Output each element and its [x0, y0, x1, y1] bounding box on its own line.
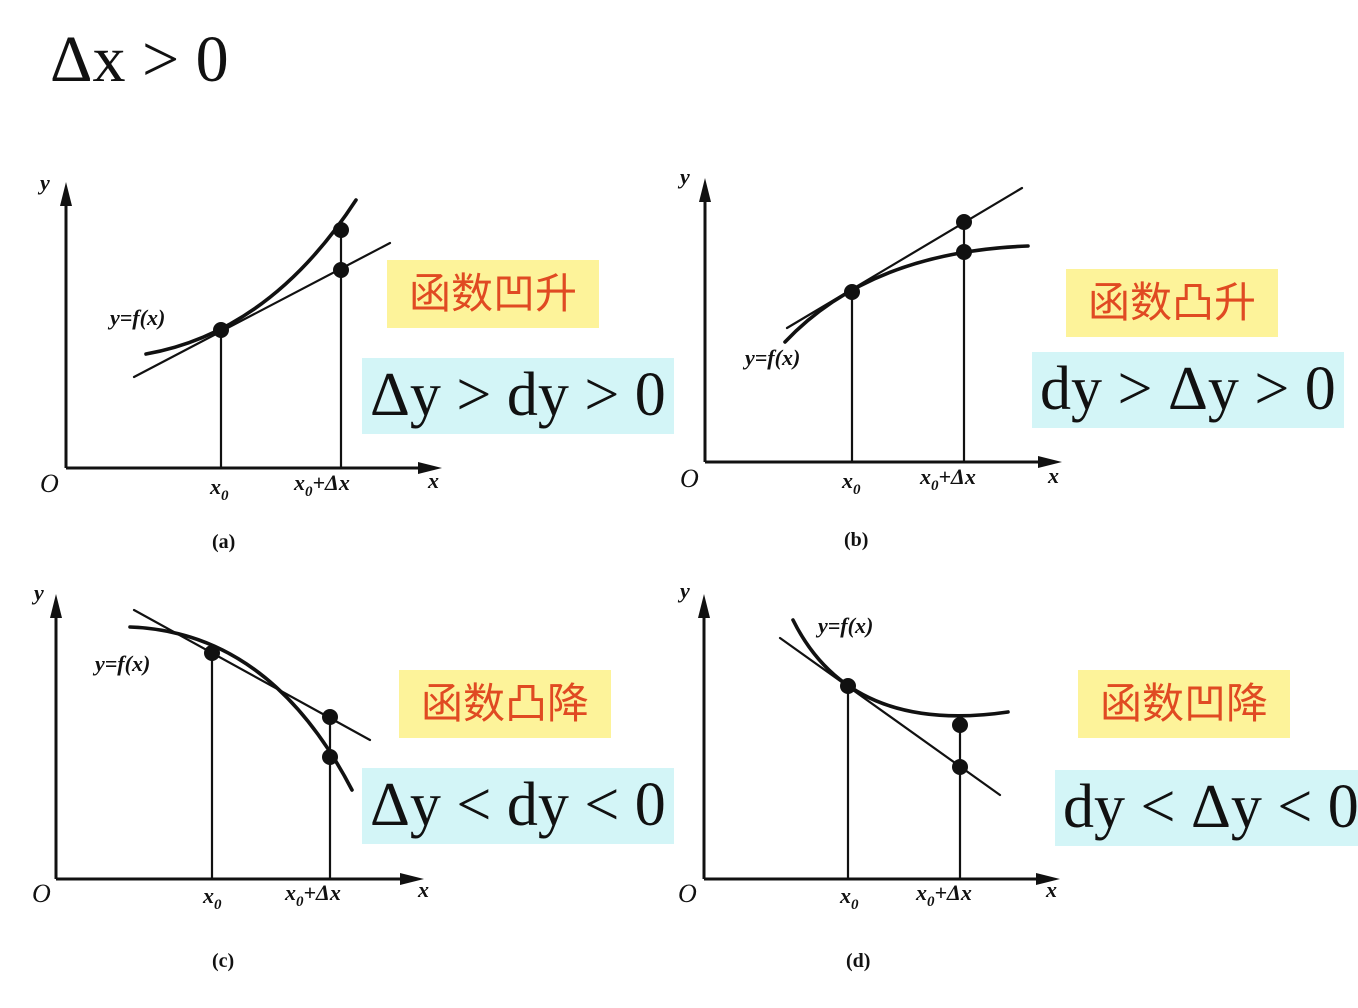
x-axis-label: x	[417, 877, 429, 902]
tick-x1: x0+Δx	[284, 880, 341, 910]
caption: (c)	[212, 950, 234, 972]
tangent-line	[785, 186, 1024, 330]
curve-label: y=f(x)	[92, 651, 150, 676]
x-axis-label: x	[427, 468, 439, 493]
point-tangent-x1	[956, 214, 972, 230]
relation-label: Δy > dy > 0	[362, 358, 674, 434]
x-axis-arrow	[418, 462, 442, 474]
x-axis-arrow	[1038, 456, 1062, 468]
curve-f	[791, 618, 1010, 718]
graph-d: y O x y=f(x) x0 x0+Δx (d)	[677, 578, 1060, 972]
point-curve-x1	[956, 244, 972, 260]
caption: (d)	[846, 950, 870, 972]
curve-label: y=f(x)	[742, 345, 800, 370]
curve-label: y=f(x)	[107, 305, 165, 330]
point-tangent-x1	[333, 262, 349, 278]
tick-x1: x0+Δx	[915, 880, 972, 910]
graph-b: y O x y=f(x) x0 x0+Δx (b)	[677, 164, 1062, 551]
origin-label: O	[40, 469, 59, 498]
caption: (a)	[212, 531, 235, 553]
point-curve-x1	[333, 222, 349, 238]
point-x0	[844, 284, 860, 300]
y-axis-label: y	[37, 170, 50, 195]
tag-label: 函数凸升	[1066, 269, 1279, 337]
page-heading: Δx > 0	[50, 23, 229, 96]
curve-f	[783, 244, 1030, 344]
point-x0	[204, 645, 220, 661]
tick-x1: x0+Δx	[293, 470, 350, 500]
relation-label: dy < Δy < 0	[1055, 770, 1358, 846]
point-x0	[840, 678, 856, 694]
origin-label: O	[678, 879, 697, 908]
x-axis-arrow	[400, 873, 424, 885]
y-axis-arrow	[60, 182, 72, 206]
y-axis-label: y	[677, 578, 690, 603]
curve-label: y=f(x)	[815, 613, 873, 638]
relation-label: Δy < dy < 0	[362, 768, 674, 844]
x-axis-label: x	[1047, 463, 1059, 488]
tangent-line	[132, 241, 392, 379]
graph-c: y O x y=f(x) x0 x0+Δx (c)	[31, 580, 429, 972]
point-tangent-x1	[322, 709, 338, 725]
origin-label: O	[32, 879, 51, 908]
curve-f	[128, 625, 354, 792]
point-curve-x1	[322, 749, 338, 765]
y-axis-label: y	[31, 580, 44, 605]
tag-label: 函数凹降	[1078, 670, 1291, 738]
y-axis-arrow	[698, 594, 710, 618]
tag-label: 函数凸降	[399, 670, 612, 738]
graph-a: y O x y=f(x) x0 x0+Δx (a)	[37, 170, 442, 553]
tick-x0: x0	[841, 468, 861, 498]
tick-x0: x0	[839, 883, 859, 913]
tick-x1: x0+Δx	[919, 464, 976, 494]
caption: (b)	[844, 529, 868, 551]
tick-x0: x0	[209, 474, 229, 504]
y-axis-arrow	[50, 594, 62, 618]
point-tangent-x1	[952, 759, 968, 775]
y-axis-label: y	[677, 164, 690, 189]
tag-label: 函数凹升	[387, 260, 600, 328]
x-axis-arrow	[1036, 873, 1060, 885]
y-axis-arrow	[699, 178, 711, 202]
relation-label: dy > Δy > 0	[1032, 352, 1344, 428]
x-axis-label: x	[1045, 877, 1057, 902]
tick-x0: x0	[202, 883, 222, 913]
point-curve-x1	[952, 717, 968, 733]
point-x0	[213, 322, 229, 338]
origin-label: O	[680, 464, 699, 493]
